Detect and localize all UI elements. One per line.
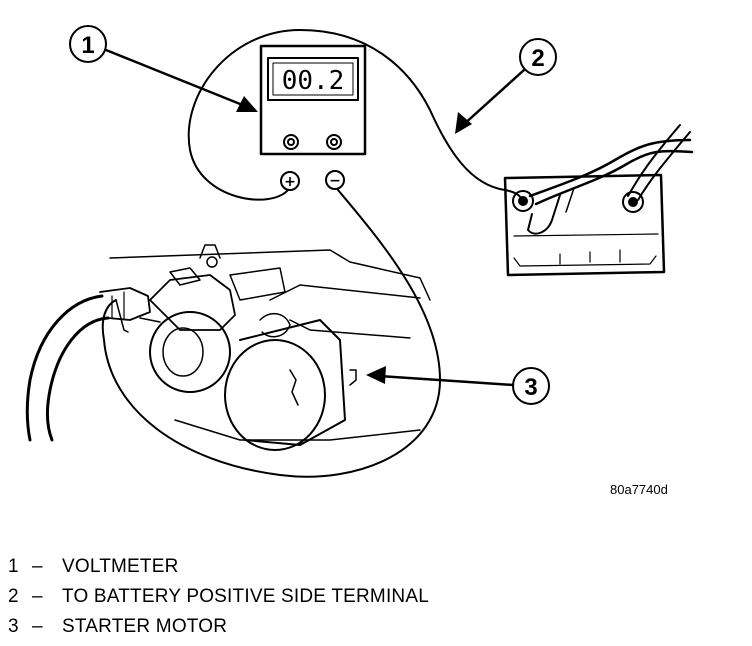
battery-positive-post-icon xyxy=(512,190,534,212)
legend-item-label: TO BATTERY POSITIVE SIDE TERMINAL xyxy=(62,586,429,607)
callout-1-number: 1 xyxy=(81,32,94,59)
voltmeter-reading: 00.2 xyxy=(282,66,345,96)
callout-1-arrowhead xyxy=(236,96,258,112)
figure-id: 80a7740d xyxy=(610,482,668,497)
positive-probe-icon: + xyxy=(280,171,300,191)
voltmeter-display xyxy=(267,57,359,101)
positive-probe-symbol: + xyxy=(284,174,296,190)
negative-probe-symbol: − xyxy=(329,173,341,189)
legend-item-separator: – xyxy=(32,556,43,577)
legend-item-label: VOLTMETER xyxy=(62,556,179,577)
legend-item: 1 – VOLTMETER xyxy=(8,556,708,586)
negative-test-lead xyxy=(101,189,441,478)
positive-test-lead xyxy=(187,29,523,201)
legend-item: 3 – STARTER MOTOR xyxy=(8,616,708,646)
legend-item-number: 3 xyxy=(8,616,19,637)
negative-terminal xyxy=(326,134,342,150)
legend-item-separator: – xyxy=(32,586,43,607)
positive-terminal xyxy=(283,134,299,150)
voltmeter-body xyxy=(259,44,367,156)
voltage-drop-test-diagram: 00.2 + − xyxy=(25,25,694,497)
callout-3: 3 xyxy=(366,366,550,405)
legend: 1 – VOLTMETER 2 – TO BATTERY POSITIVE SI… xyxy=(8,556,708,646)
legend-item-separator: – xyxy=(32,616,43,637)
legend-item-number: 1 xyxy=(8,556,19,577)
negative-probe-icon: − xyxy=(325,170,345,190)
legend-item-number: 2 xyxy=(8,586,19,607)
legend-item: 2 – TO BATTERY POSITIVE SIDE TERMINAL xyxy=(8,586,708,616)
starter-motor xyxy=(25,244,431,451)
legend-item-label: STARTER MOTOR xyxy=(62,616,228,637)
battery xyxy=(503,124,694,277)
callout-3-arrowhead xyxy=(366,366,386,384)
callout-2: 2 xyxy=(455,38,557,134)
callout-1: 1 xyxy=(69,25,258,112)
callout-3-number: 3 xyxy=(524,374,537,401)
callout-2-number: 2 xyxy=(531,45,544,72)
callout-2-arrowhead xyxy=(455,112,472,134)
battery-negative-post-icon xyxy=(622,191,644,213)
voltmeter: 00.2 xyxy=(259,44,367,156)
